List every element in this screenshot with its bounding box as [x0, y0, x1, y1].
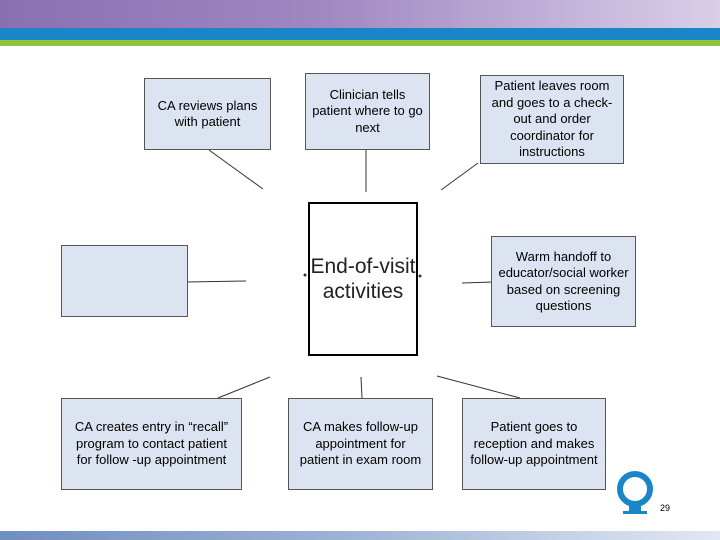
footer-band — [0, 531, 720, 540]
header-band-blue — [0, 28, 720, 40]
dot-right — [418, 274, 422, 278]
node-clinician-tells: Clinician tells patient where to go next — [305, 73, 430, 150]
node-warm-handoff: Warm handoff to educator/social worker b… — [491, 236, 636, 327]
node-ca-recall-text: CA creates entry in “recall” program to … — [74, 419, 229, 468]
node-ca-followup-text: CA makes follow-up appointment for patie… — [299, 419, 422, 468]
connector-warm-handoff — [461, 281, 494, 284]
node-blank — [61, 245, 188, 317]
node-reception-text: Patient goes to reception and makes foll… — [470, 419, 598, 468]
connector-patient-leaves — [440, 162, 479, 191]
node-clinician-tells-text: Clinician tells patient where to go next — [312, 86, 423, 135]
center-node-text: End-of-visit activities — [310, 255, 416, 303]
dot-left — [303, 273, 307, 277]
node-patient-leaves: Patient leaves room and goes to a check-… — [480, 75, 624, 164]
node-patient-leaves-text: Patient leaves room and goes to a check-… — [491, 78, 613, 160]
center-node: End-of-visit activities — [308, 202, 418, 356]
node-ca-reviews: CA reviews plans with patient — [144, 78, 271, 150]
header-band-purple — [0, 0, 720, 28]
connector-ca-reviews — [208, 149, 264, 190]
connector-blank — [184, 280, 247, 283]
node-ca-recall: CA creates entry in “recall” program to … — [61, 398, 242, 490]
node-warm-handoff-text: Warm handoff to educator/social worker b… — [498, 248, 629, 314]
node-ca-reviews-text: CA reviews plans with patient — [157, 97, 258, 130]
page-number: 29 — [660, 503, 671, 513]
connector-ca-followup — [360, 376, 363, 399]
node-reception: Patient goes to reception and makes foll… — [462, 398, 606, 490]
connector-ca-recall — [217, 376, 271, 399]
node-ca-followup: CA makes follow-up appointment for patie… — [288, 398, 433, 490]
connector-reception — [436, 375, 521, 399]
q-logo-icon — [617, 471, 653, 514]
header-band-green — [0, 40, 720, 46]
